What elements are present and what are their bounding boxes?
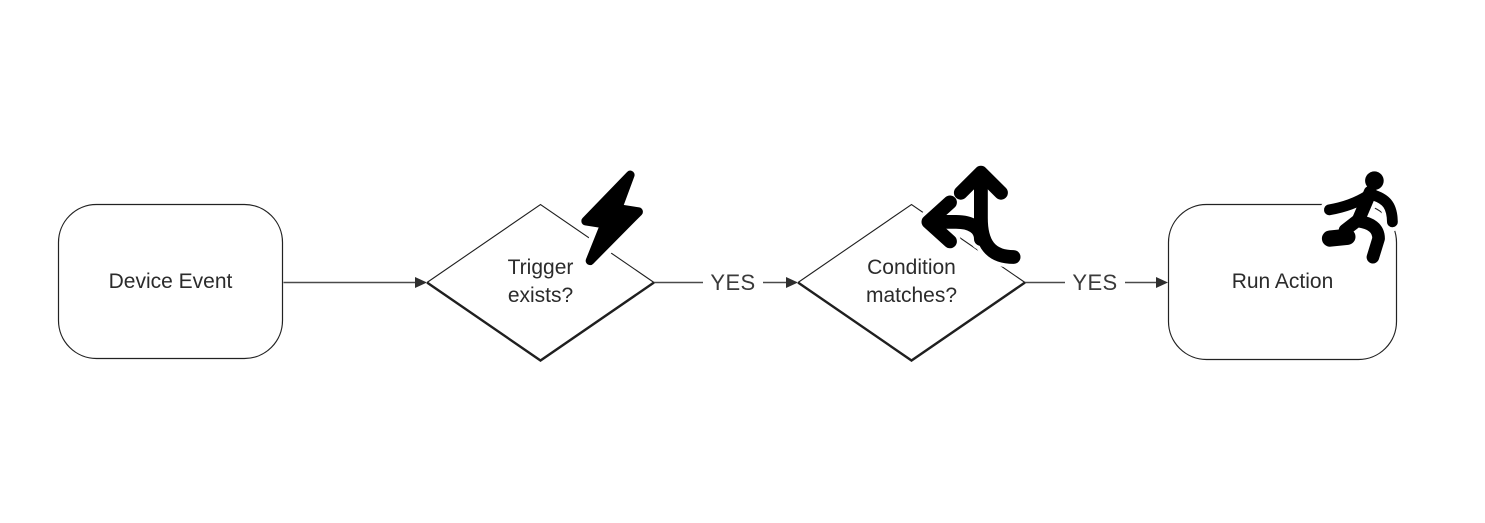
split-arrows-icon <box>917 161 1025 268</box>
arrowhead-icon <box>1156 277 1168 288</box>
lightning-bolt-icon <box>576 165 649 271</box>
node-condition-matches <box>797 203 1026 362</box>
person-running-icon <box>1318 167 1402 268</box>
arrowhead-icon <box>415 277 427 288</box>
arrowheads <box>415 277 1168 288</box>
node-device-event <box>57 203 284 360</box>
arrowhead-icon <box>786 277 798 288</box>
